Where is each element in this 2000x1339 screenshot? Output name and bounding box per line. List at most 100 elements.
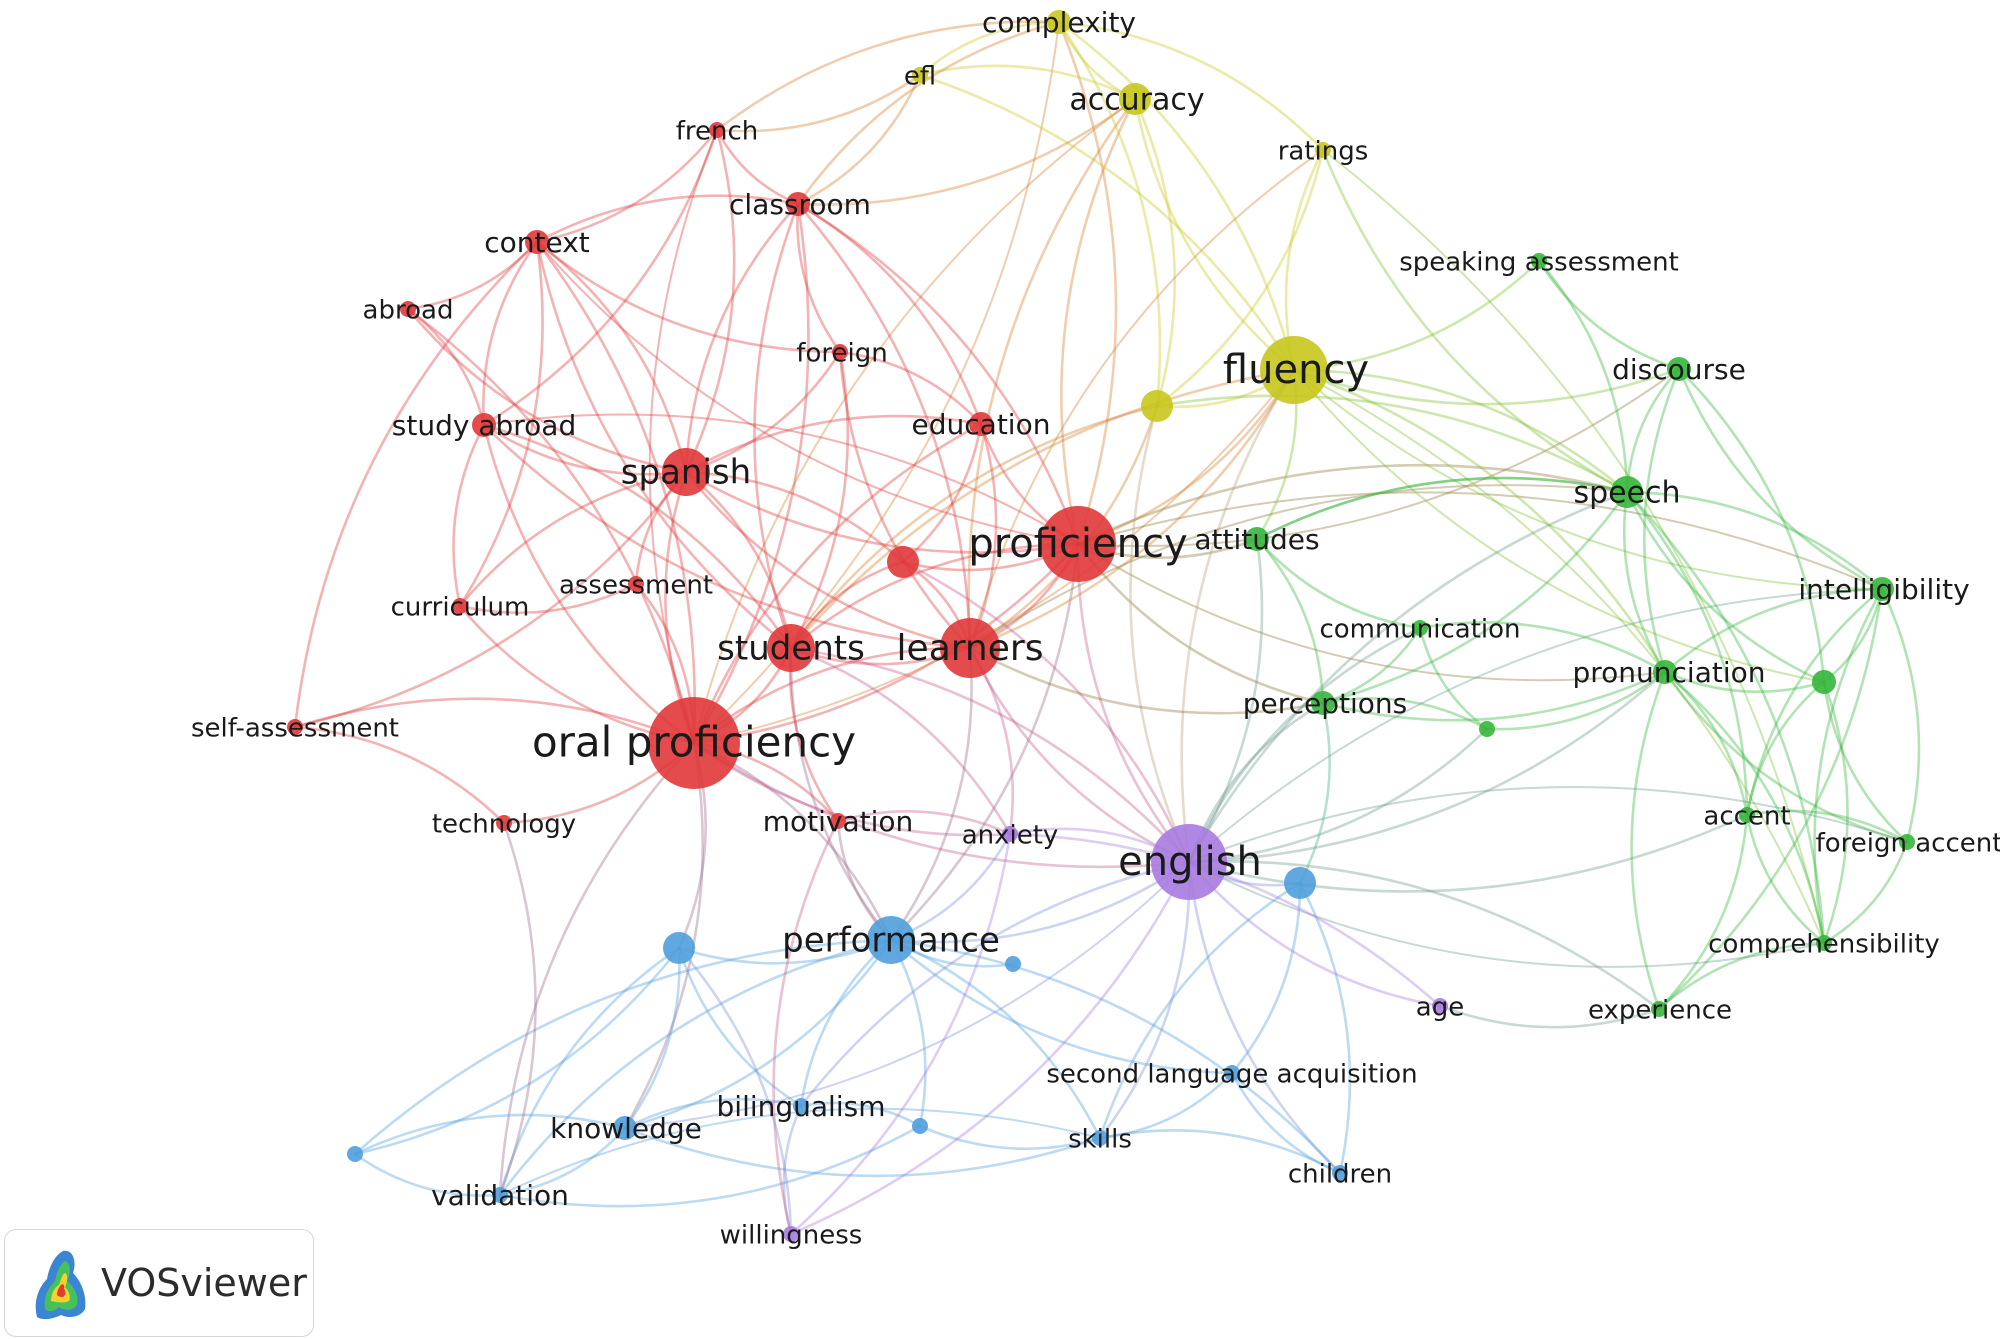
vosviewer-logo-badge: VOSviewer [4,1229,314,1337]
node-validation[interactable] [492,1187,508,1203]
link-learners-classroom [796,202,972,650]
node-education[interactable] [969,412,993,436]
link-context-foreign [535,240,842,354]
label-second-language-acquisition: second language acquisition [1046,1060,1417,1090]
label-foreign: foreign [796,339,887,369]
node-foreign[interactable] [832,344,848,360]
link-fluency-efl [918,73,1296,372]
node-anxiety[interactable] [1002,826,1018,842]
label-children: children [1288,1160,1392,1190]
link-spanish-foreign [684,350,842,474]
link-complexity-classroom [796,20,1061,206]
node-pronunciation[interactable] [1653,660,1677,684]
node-skills[interactable] [1092,1130,1108,1146]
link-blue-unlabeled-1-perceptions [1298,701,1331,885]
label-learners: learners [897,628,1044,669]
node-english[interactable] [1151,824,1227,900]
node-intelligibility[interactable] [1870,577,1894,601]
node-blue-unlabeled-3[interactable] [1005,956,1021,972]
link-education-foreign [838,350,983,426]
node-speaking-assessment[interactable] [1531,253,1547,269]
link-french-study-abroad [482,128,719,427]
link-ratings-yellow-unlabeled [1155,148,1325,408]
label-experience: experience [1588,996,1732,1026]
link-oral-proficiency-abroad [406,307,696,745]
link-learners-foreign [838,350,972,650]
link-discourse-intelligibility [1677,367,1884,591]
label-performance: performance [782,921,1000,961]
link-green-unlabeled-1-comprehensibility [1822,680,1849,945]
node-communication[interactable] [1412,620,1428,636]
node-blue-unlabeled-4[interactable] [912,1118,928,1134]
node-efl[interactable] [912,67,928,83]
label-english: english [1118,839,1262,885]
node-blue-unlabeled-2[interactable] [663,932,695,964]
link-comprehensibility-experience [1657,941,1826,1011]
label-students: students [717,629,865,669]
link-blue-unlabeled-2-validation [498,946,681,1197]
link-performance-skills [889,938,1102,1140]
link-self-assessment-context [293,240,539,729]
link-fluency-intelligibility [1293,369,1883,590]
link-proficiency-speech [1076,463,1629,546]
node-bilingualism[interactable] [793,1098,809,1114]
node-fluency[interactable] [1260,336,1328,404]
node-willingness[interactable] [783,1226,799,1242]
node-proficiency[interactable] [1040,506,1116,582]
label-accent: accent [1703,802,1790,832]
link-discourse-pronunciation [1642,367,1681,674]
node-blue-unlabeled-1[interactable] [1284,867,1316,899]
link-context-classroom [535,194,800,244]
link-validation-blue-unlabeled-4 [498,1124,922,1208]
node-experience[interactable] [1651,1001,1667,1017]
node-classroom[interactable] [786,192,810,216]
node-red-unlabeled[interactable] [887,546,919,578]
node-age[interactable] [1432,998,1448,1014]
node-oral-proficiency[interactable] [648,697,740,789]
node-knowledge[interactable] [613,1116,637,1140]
node-spanish[interactable] [662,448,710,496]
node-motivation[interactable] [830,813,846,829]
link-knowledge-validation [498,1126,627,1197]
link-spanish-abroad [406,307,688,474]
link-performance-knowledge [623,938,893,1130]
node-discourse[interactable] [1667,357,1691,381]
vosviewer-logo-text: VOSviewer [101,1261,307,1305]
node-blue-unlabeled-5[interactable] [347,1146,363,1162]
node-green-unlabeled-2[interactable] [1479,721,1495,737]
node-self-assessment[interactable] [287,719,303,735]
node-comprehensibility[interactable] [1816,935,1832,951]
node-perceptions[interactable] [1311,691,1335,715]
link-curriculum-assessment [458,582,638,614]
node-performance[interactable] [867,916,915,964]
node-abroad[interactable] [400,301,416,317]
node-ratings[interactable] [1315,142,1331,158]
link-classroom-education [796,202,983,426]
node-accuracy[interactable] [1119,83,1151,115]
node-speech[interactable] [1611,476,1643,508]
node-foreign-accent[interactable] [1899,834,1915,850]
link-oral-proficiency-accuracy [693,98,1136,744]
node-context[interactable] [525,230,549,254]
link-intelligibility-foreign-accent [1880,587,1921,844]
node-yellow-unlabeled[interactable] [1141,390,1173,422]
node-technology[interactable] [496,815,512,831]
node-complexity[interactable] [1047,10,1071,34]
node-green-unlabeled-1[interactable] [1812,670,1836,694]
node-attitudes[interactable] [1245,527,1269,551]
node-curriculum[interactable] [452,598,468,614]
node-second-language-acquisition[interactable] [1224,1065,1240,1081]
node-children[interactable] [1332,1165,1348,1181]
node-study-abroad[interactable] [472,413,496,437]
link-english-bilingualism [799,860,1191,1108]
node-french[interactable] [709,122,725,138]
node-accent[interactable] [1739,807,1755,823]
link-english-green-unlabeled-2 [1187,727,1489,864]
label-layer: complexityeflaccuracyratingsfluencyfrenc… [191,6,2000,1251]
node-students[interactable] [767,624,815,672]
node-learners[interactable] [940,618,1000,678]
link-students-classroom [753,202,800,650]
link-blue-unlabeled-1-second-language-acquisition [1230,881,1302,1075]
node-assessment[interactable] [628,576,644,592]
